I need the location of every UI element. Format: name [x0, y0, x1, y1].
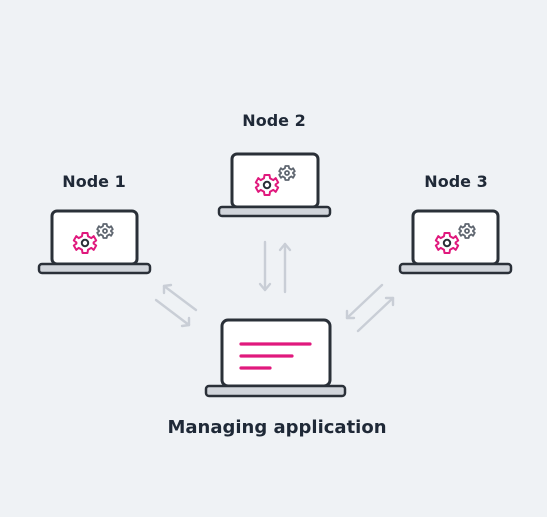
bidirectional-arrow-icon	[154, 283, 198, 328]
laptop-icon	[217, 152, 332, 218]
node-1-laptop	[37, 209, 152, 275]
node-2-laptop	[217, 152, 332, 218]
arrow-node2-manager	[258, 240, 292, 294]
bidirectional-arrow-icon	[258, 240, 292, 294]
node-3-label: Node 3	[424, 172, 488, 191]
node-1-label: Node 1	[62, 172, 126, 191]
text-lines-icon	[239, 342, 312, 370]
node-3-laptop	[398, 209, 513, 275]
arrow-node1-manager	[154, 283, 198, 328]
manager-label: Managing application	[167, 417, 387, 438]
manager-laptop	[204, 318, 347, 398]
laptop-icon	[204, 318, 347, 398]
node-2-label: Node 2	[242, 111, 306, 130]
arrow-node3-manager	[345, 283, 395, 333]
bidirectional-arrow-icon	[345, 283, 395, 333]
